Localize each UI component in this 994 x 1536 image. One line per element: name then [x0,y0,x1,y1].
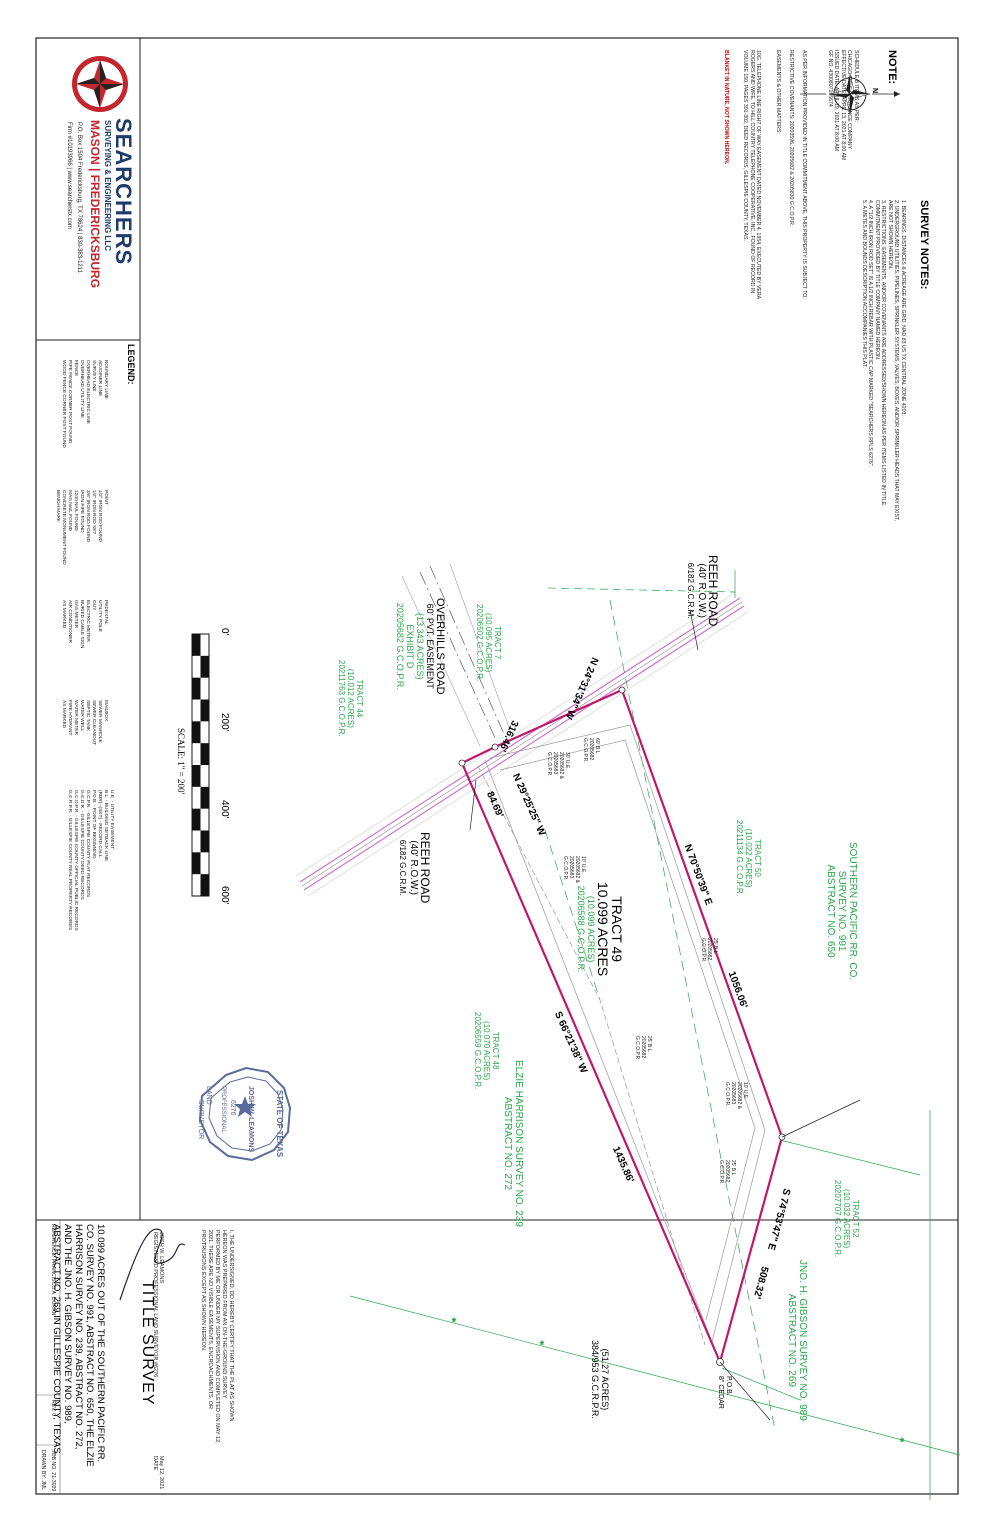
leader-lines [469,609,861,1421]
adjoiner-lines [349,570,961,1500]
tract-7-label: TRACT 7(10.095 ACRES)20206502 G.C.O.P.R. [475,604,502,682]
north-label: N [871,88,878,94]
scale-check [192,765,201,787]
scale-label: SCALE: 1" = 200' [176,728,186,795]
svg-text:*: * [452,1317,456,1328]
company-sub: SURVEYING & ENGINEERING LLC [103,120,112,251]
pob-label: P.O.B.8" CEDAR [717,1376,732,1409]
tract-44-label: TRACT 44(10.012 ACRES)20211763 G.C.O.P.R… [337,660,364,737]
svg-text:*: * [540,1340,544,1351]
company-logo-icon [72,56,128,112]
title-block-title: TITLE SURVEY [139,1280,156,1406]
scale-400: 400' [219,800,230,819]
survey-notes-heading: SURVEY NOTES: [918,200,930,290]
title-block-rev: REV. 0 [50,1400,56,1416]
surveyor-signature [119,1228,186,1301]
scale-check [192,634,201,656]
scale-200: 200' [219,713,230,732]
reeh-road-bottom-label: REEH ROAD(40' R.O.W.)6/182 G.C.R.M. [398,832,432,904]
company-addr: P.O. Box 1504 Fredericksburg, TX 78624 |… [76,122,82,273]
scale-bar [191,633,210,897]
scale-check [200,699,209,722]
note-heading: NOTE: [886,50,898,85]
north-arrow-icon [800,73,900,115]
seal-number: 6276 [229,1100,236,1116]
adjoining-51-27-acres-label: (51.27 ACRES)384/953 G.C.R.P.R. [590,1340,610,1419]
company-name: SEARCHERS [111,118,136,266]
scale-check [200,743,209,765]
scale-600: 600' [219,886,230,905]
scale-check [192,677,201,700]
svg-text:*: * [900,1437,904,1448]
certification-statement: I, THE UNDERSIGNED, DO HEREBY CERTIFY TH… [200,1230,234,1444]
title-block-reference: REFERENCE: FRANCISCO A. DURAN [50,1224,56,1316]
reeh-road-top-label: REEH ROAD(40' R.O.W.)6/182 G.C.R.M. [686,555,720,627]
company-firm: Firm #10193966 | www.searcherstx.com [66,122,72,229]
sheet-border [35,37,959,1495]
seal-land: LAND [205,1086,212,1105]
reeh-road [295,591,749,897]
scale-0: 0' [219,628,230,636]
scale-check [200,655,209,678]
seal-state: STATE OF TEXAS [275,1090,284,1158]
scale-check [192,852,201,875]
scale-check [200,874,209,896]
company-city: MASON | FREDERICKSBURG [88,120,102,289]
seal-surveyor: SURVEYOR [197,1100,204,1140]
title-block-drawn: DRAWN BY: JML [40,1450,46,1491]
setback-lines [477,724,766,1346]
overhills-road [401,563,511,747]
legend-heading: LEGEND: [126,344,136,385]
scale-check [200,786,209,809]
fence-lines: * * * [452,1317,905,1449]
surveyor-seal [198,1066,292,1162]
scale-check [200,830,209,853]
title-block-job: JOB NO. 21-3029 [50,1450,56,1492]
tract-49-boundary [460,688,784,1366]
tract-52-label: TRACT 52(10.032 ACRES)20207707 G.C.O.P.R… [833,1180,860,1258]
notes-block: SCHEDULE B ITEMS AS PER:CHICAGO TITLE IN… [723,50,859,299]
tract-50-label: TRACT 50(10.022 ACRES)20211134 G.C.O.P.R… [735,820,762,897]
seal-name: JOSH W. LEAMONS [247,1086,254,1153]
scale-check [192,721,201,744]
scale-check [192,808,201,831]
survey-notes: 1. BEARINGS, DISTANCES & ACREAGE ARE GRI… [861,200,906,522]
seal-professional: PROFESSIONAL [220,1086,226,1133]
